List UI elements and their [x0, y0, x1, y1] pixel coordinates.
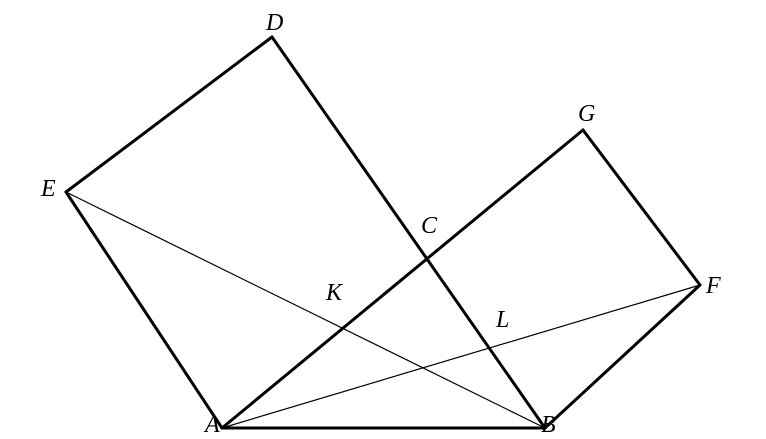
label-E: E: [40, 176, 56, 202]
segment-B-F: [543, 283, 702, 430]
segment-A-F: [221, 284, 701, 429]
label-L: L: [495, 307, 509, 333]
label-B: B: [541, 412, 556, 438]
label-G: G: [578, 101, 595, 127]
segment-E-D: [64, 35, 274, 194]
segment-E-B: [65, 191, 546, 429]
label-D: D: [265, 10, 283, 36]
segment-G-A: [220, 128, 585, 430]
segment-F-G: [581, 128, 702, 287]
segment-D-B: [270, 35, 547, 430]
label-A: A: [203, 412, 220, 438]
label-K: K: [325, 280, 344, 306]
label-C: C: [421, 213, 438, 239]
label-F: F: [705, 273, 721, 299]
segment-A-E: [64, 190, 224, 430]
